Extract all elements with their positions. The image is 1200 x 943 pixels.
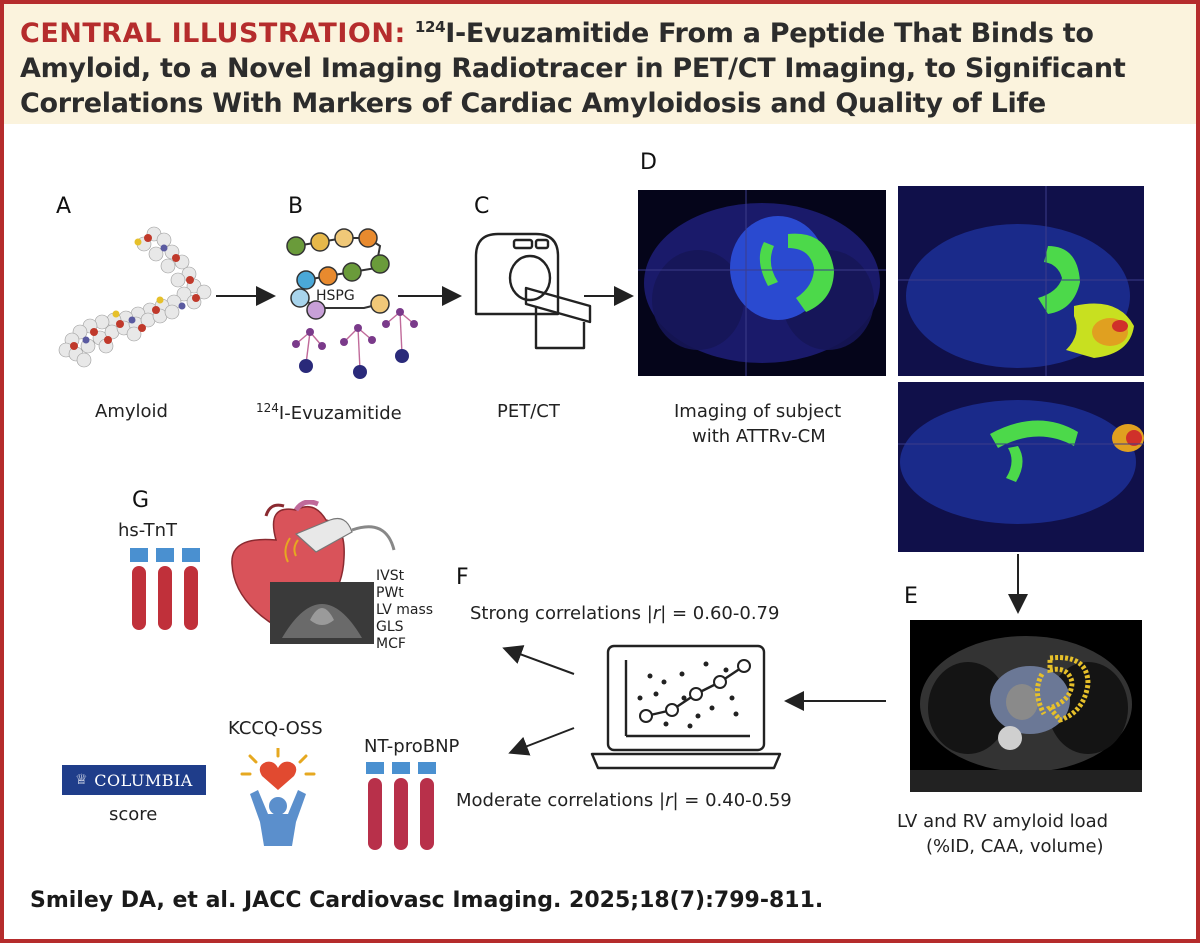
citation: Smiley DA, et al. JACC Cardiovasc Imagin… xyxy=(30,888,824,913)
columbia-score-caption: score xyxy=(109,804,158,825)
panel-letter-g: G xyxy=(132,488,150,513)
echo-param-ivst: IVSt xyxy=(376,568,405,584)
header-banner: CENTRAL ILLUSTRATION: 124I-Evuzamitide F… xyxy=(4,4,1196,124)
moderate-suffix: | = 0.40-0.59 xyxy=(672,790,792,811)
panel-letter-d: D xyxy=(640,150,657,175)
echo-param-mcf: MCF xyxy=(376,636,406,652)
strong-r: r xyxy=(652,603,661,624)
title-superscript: 124 xyxy=(414,18,446,36)
crown-icon: ♕ xyxy=(75,772,89,788)
ct-scan-amyloid-load xyxy=(910,620,1142,792)
echocardiography-heart-icon xyxy=(231,500,396,644)
columbia-logo-text: COLUMBIA xyxy=(94,770,193,790)
strong-suffix: | = 0.60-0.79 xyxy=(660,603,780,624)
pet-scan-axial-image xyxy=(638,190,886,376)
panel-letter-a: A xyxy=(56,194,72,219)
quality-of-life-person-heart-icon xyxy=(240,748,316,846)
pet-scan-axial xyxy=(638,190,886,376)
panel-d-caption-line2: with ATTRv-CM xyxy=(692,426,826,447)
panel-letter-c: C xyxy=(474,194,490,219)
amyloid-molecule-illustration xyxy=(58,226,212,368)
ct-scan-image xyxy=(910,636,1142,792)
pet-scan-coronal xyxy=(898,186,1144,376)
echo-param-pwt: PWt xyxy=(376,585,404,601)
panel-c-caption: PET/CT xyxy=(497,401,560,422)
panel-b-superscript: 124 xyxy=(256,401,279,415)
title-line-2: Amyloid, to a Novel Imaging Radiotracer … xyxy=(20,53,1126,84)
panel-letter-b: B xyxy=(288,194,304,219)
title-lead: CENTRAL ILLUSTRATION: xyxy=(20,18,406,49)
nt-probnp-blood-tubes-icon xyxy=(366,762,436,850)
hspg-peptide-illustration xyxy=(286,228,418,379)
hspg-label: HSPG xyxy=(316,288,355,304)
hs-tnt-label: hs-TnT xyxy=(118,520,178,541)
echo-param-lv-mass: LV mass xyxy=(376,602,434,618)
panel-e-caption-line2: (%ID, CAA, volume) xyxy=(926,836,1104,857)
panel-b-caption-text: I-Evuzamitide xyxy=(278,403,402,424)
columbia-logo: ♕ COLUMBIA xyxy=(62,765,206,795)
title-line-1: CENTRAL ILLUSTRATION: 124I-Evuzamitide F… xyxy=(20,18,1094,49)
moderate-r: r xyxy=(665,790,673,811)
hs-tnt-blood-tubes-icon xyxy=(130,548,200,630)
panel-letter-f: F xyxy=(456,565,469,590)
panel-a-caption: Amyloid xyxy=(95,401,168,422)
pet-scan-sagittal-image xyxy=(898,382,1144,552)
title-line-1-rest: I-Evuzamitide From a Peptide That Binds … xyxy=(445,18,1094,49)
pet-scan-coronal-image xyxy=(898,186,1144,376)
strong-correlations-label: Strong correlations |r| = 0.60-0.79 xyxy=(470,603,779,624)
kccq-oss-label: KCCQ-OSS xyxy=(228,718,323,739)
pet-ct-scanner-icon xyxy=(474,232,592,350)
nt-probnp-label: NT-proBNP xyxy=(364,736,460,757)
panel-e-caption-line1: LV and RV amyloid load xyxy=(897,811,1109,832)
moderate-correlations-label: Moderate correlations |r| = 0.40-0.59 xyxy=(456,790,792,811)
laptop-scatter-plot-icon xyxy=(590,644,782,770)
moderate-prefix: Moderate correlations | xyxy=(456,790,666,811)
title-line-3: Correlations With Markers of Cardiac Amy… xyxy=(20,88,1046,119)
pet-scan-sagittal xyxy=(898,382,1144,552)
panel-d-caption-line1: Imaging of subject xyxy=(674,401,842,422)
panel-b-caption: 124I-Evuzamitide xyxy=(256,401,402,424)
echo-param-gls: GLS xyxy=(376,619,404,635)
strong-prefix: Strong correlations | xyxy=(470,603,653,624)
panel-letter-e: E xyxy=(904,584,918,609)
